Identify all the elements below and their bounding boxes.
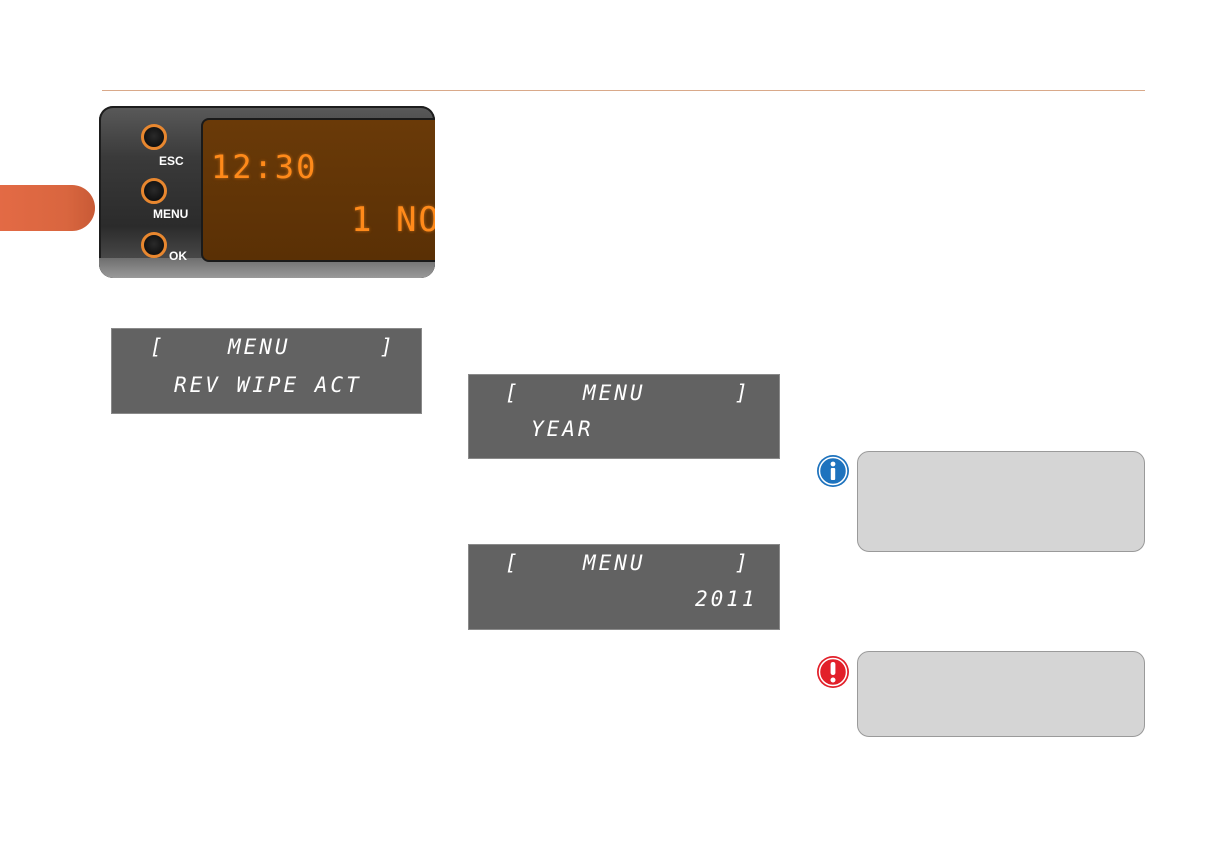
lcd-menu-title: MENU — [228, 335, 291, 359]
esc-button-label: ESC — [159, 154, 184, 168]
display-status: 1 NO — [351, 200, 435, 240]
menu-button[interactable] — [141, 178, 167, 204]
warning-note-box — [857, 651, 1145, 737]
lcd-line2: 2011 — [695, 587, 758, 611]
lcd-bracket-left: [ — [150, 335, 166, 359]
lcd-bracket-right: ] — [735, 381, 751, 405]
control-panel-photo: ESC MENU OK 12:30 1 NO — [99, 106, 435, 278]
lcd-line2: YEAR — [531, 417, 594, 441]
lcd-menu-title: MENU — [583, 381, 646, 405]
lcd-line2: REV WIPE ACT — [174, 373, 362, 397]
info-note-box — [857, 451, 1145, 552]
lcd-panel-year-value: [ MENU ] 2011 — [468, 544, 780, 630]
menu-button-label: MENU — [153, 207, 189, 221]
lcd-bracket-left: [ — [505, 551, 521, 575]
ok-button[interactable] — [141, 232, 167, 258]
lcd-bracket-right: ] — [735, 551, 751, 575]
panel-bottom-strip — [99, 258, 435, 278]
lcd-menu-title: MENU — [583, 551, 646, 575]
ok-button-label: OK — [169, 249, 187, 263]
lcd-panel-year: [ MENU ] YEAR — [468, 374, 780, 459]
lcd-bracket-right: ] — [380, 335, 396, 359]
chapter-tab — [0, 185, 95, 231]
display-time: 12:30 — [211, 148, 318, 186]
device-display: 12:30 1 NO — [201, 118, 435, 262]
esc-button[interactable] — [141, 124, 167, 150]
warning-icon — [817, 656, 849, 688]
info-icon — [817, 455, 849, 487]
header-rule — [102, 90, 1145, 91]
lcd-panel-rev-wipe: [ MENU ] REV WIPE ACT — [111, 328, 422, 414]
lcd-bracket-left: [ — [505, 381, 521, 405]
